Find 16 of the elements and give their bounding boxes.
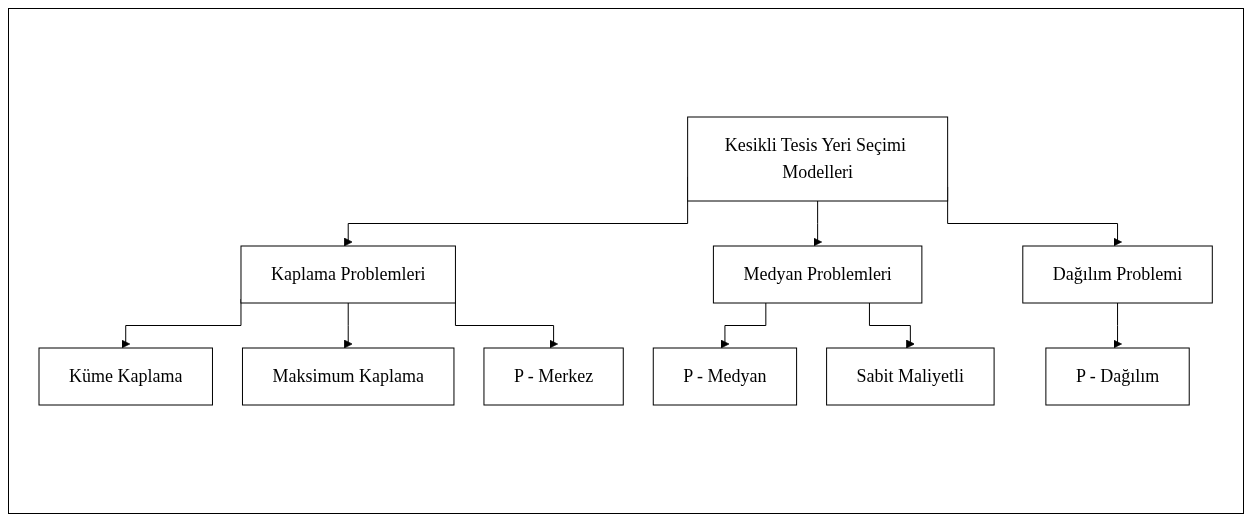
arrow xyxy=(813,200,823,247)
node-box xyxy=(240,245,457,304)
node-box xyxy=(1045,347,1191,406)
node-box xyxy=(826,347,995,406)
arrow xyxy=(344,302,353,349)
node-box xyxy=(483,347,625,406)
node-box xyxy=(242,347,455,406)
arrow xyxy=(720,302,767,349)
node-box xyxy=(687,116,949,202)
node-box xyxy=(1022,245,1214,304)
node-box xyxy=(713,245,923,304)
node-box xyxy=(38,347,214,406)
arrow xyxy=(869,302,916,349)
node-box xyxy=(653,347,798,406)
diagram-frame: Kesikli Tesis Yeri Seçimi Modelleri Kaplama Problemleri Medyan Problemleri Dağılım Problemi Küme Kaplama Maksimum Kaplama P - Merkez P - Medyan Sabit Maliyetli P - Dağılım xyxy=(8,8,1244,514)
arrow xyxy=(1113,302,1123,349)
